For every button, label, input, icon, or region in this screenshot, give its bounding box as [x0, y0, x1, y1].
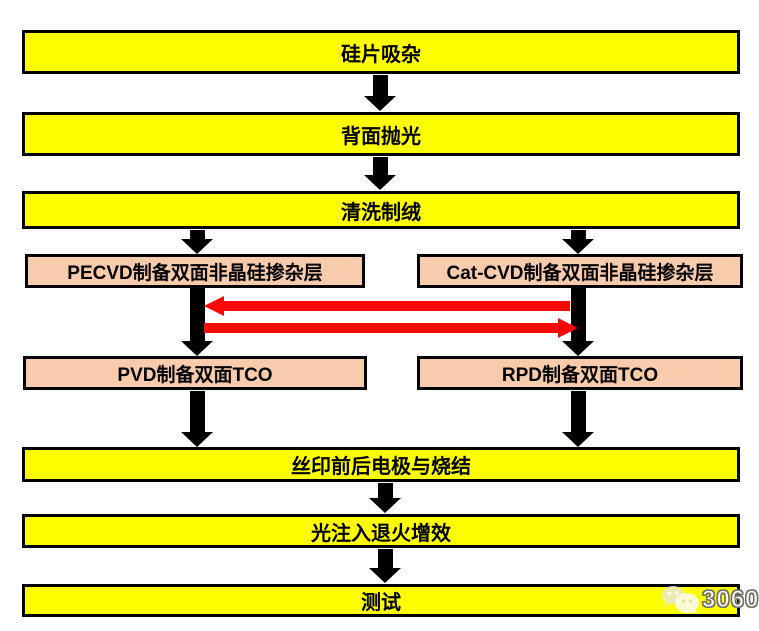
node-light-soaking-anneal: 光注入退火增效	[22, 514, 740, 548]
down-arrow-icon	[364, 157, 396, 190]
node-label: 硅片吸杂	[341, 43, 421, 66]
node-pvd-tco: PVD制备双面TCO	[23, 356, 367, 390]
node-pecvd-doped-layer: PECVD制备双面非晶硅掺杂层	[25, 254, 365, 288]
node-label: 清洗制绒	[341, 201, 421, 224]
wechat-bubbles-icon	[660, 585, 700, 615]
exchange-arrow-left-icon	[204, 296, 570, 316]
down-arrow-icon	[364, 75, 396, 111]
node-label: Cat-CVD制备双面非晶硅掺杂层	[446, 262, 714, 284]
node-label: RPD制备双面TCO	[501, 364, 659, 386]
node-test: 测试	[22, 584, 740, 617]
node-label: 丝印前后电极与烧结	[291, 456, 471, 478]
node-label: PVD制备双面TCO	[117, 364, 273, 386]
node-label: PECVD制备双面非晶硅掺杂层	[67, 262, 323, 284]
node-rpd-tco: RPD制备双面TCO	[417, 356, 743, 390]
exchange-arrow-right-icon	[204, 318, 578, 338]
watermark-text: 3060	[701, 586, 759, 614]
node-label: 测试	[361, 592, 401, 614]
node-screen-printing-firing: 丝印前后电极与烧结	[22, 447, 740, 482]
down-arrow-icon	[181, 391, 213, 447]
node-label: 光注入退火增效	[311, 522, 451, 545]
down-arrow-icon	[369, 549, 401, 583]
node-back-polishing: 背面抛光	[22, 112, 740, 156]
node-label: 背面抛光	[341, 125, 421, 148]
node-catcvd-doped-layer: Cat-CVD制备双面非晶硅掺杂层	[417, 254, 743, 288]
down-arrow-icon	[181, 230, 213, 254]
down-arrow-icon	[181, 288, 213, 356]
down-arrow-icon	[562, 230, 594, 254]
node-silicon-gettering: 硅片吸杂	[22, 30, 740, 74]
node-cleaning-texturing: 清洗制绒	[22, 191, 740, 229]
down-arrow-icon	[562, 391, 594, 447]
down-arrow-icon	[369, 483, 401, 513]
